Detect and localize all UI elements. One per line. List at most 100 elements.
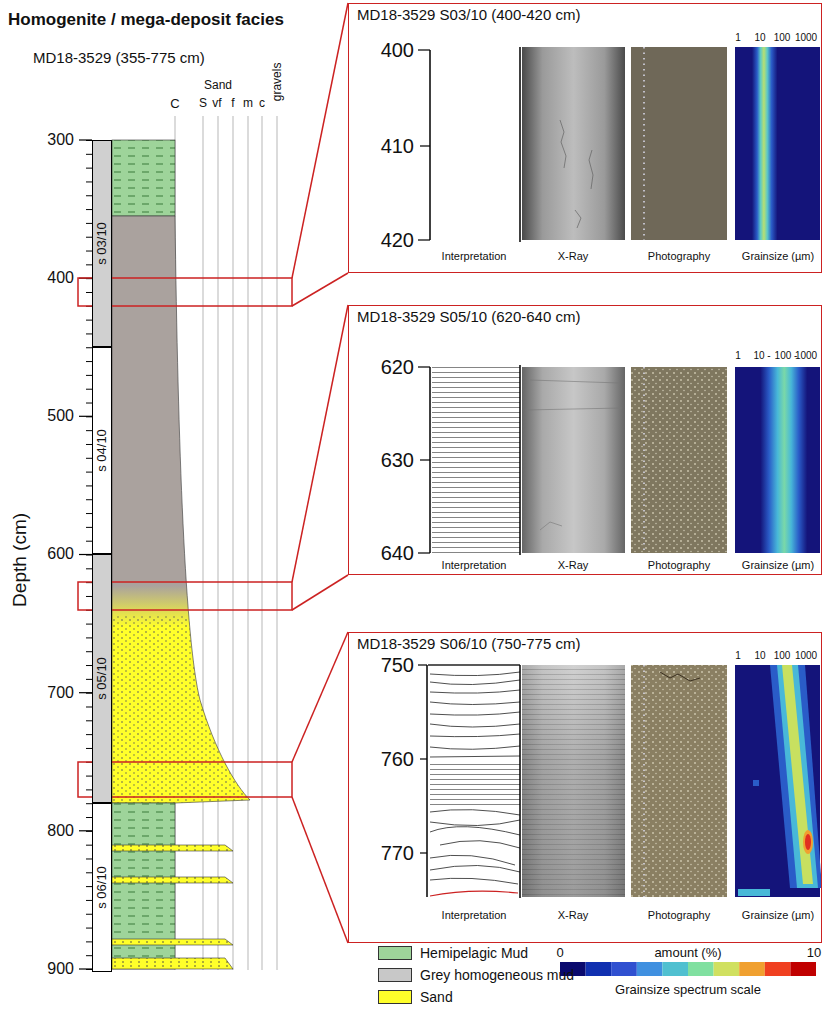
scale-tick: 10 - [753,350,770,362]
core-section-panel: MD18-3529 S06/10 (750-775 cm) [348,632,822,943]
scale-tick: 1 [735,650,741,662]
illustration-g [418,367,430,553]
scale-tick: 100 [774,650,791,662]
illustration-g [418,665,427,853]
illustration-rect [430,764,520,808]
colorbar-tick: 10 [807,946,821,961]
depth-tick: 500 [47,407,74,425]
illustration-rect [586,962,612,976]
illustration-line [79,692,92,693]
column-label: Photography [648,909,710,922]
illustration-path [430,724,520,727]
axis-title: Depth (cm) [9,513,31,607]
depth-tick: 600 [47,545,74,563]
section-label: s 03/10 [95,222,110,265]
illustration-rect [522,367,625,553]
illustration-line [218,116,219,970]
illustration-line [233,116,234,970]
illustration-path [430,712,520,715]
grain-class: gravels [271,63,285,102]
illustration-path [777,665,818,888]
illustration-line [292,632,348,762]
illustration-line [79,416,92,417]
legend-text: Grey homogeneous mud [420,967,574,983]
illustration-rect [112,140,175,216]
depth-tick: 800 [47,822,74,840]
illustration-line [643,367,645,553]
illustration-line [262,116,263,970]
depth-tick: 300 [47,131,74,149]
grain-class: f [231,97,234,111]
scale-tick: 100 - [775,350,798,362]
illustration-line [420,459,430,460]
illustration-rect [522,47,625,240]
illustration-path [430,734,520,737]
illustration-rect [522,665,625,897]
column-label: Grainsize (µm) [742,909,814,922]
depth-tick: 760 [381,748,414,771]
depth-tick: 400 [381,39,414,62]
illustration-path [430,702,520,705]
illustration-line [519,47,521,242]
colorbar [560,962,816,976]
depth-axis [79,140,92,971]
section-band: s 06/10 [92,803,112,972]
grain-class: S [199,97,207,111]
core-name: MD18-3529 (355-775 cm) [33,49,205,66]
legend-text: Sand [420,989,453,1005]
illustration-path [430,891,518,896]
column-label: X-Ray [558,909,589,922]
depth-tick: 700 [47,684,74,702]
illustration-line [418,49,430,50]
illustration-rect [735,367,820,553]
illustration-path [430,820,520,826]
panel-title: MD18-3529 S05/10 (620-640 cm) [357,308,580,325]
illustration-line [292,3,348,278]
illustration-line [292,797,348,943]
illustration-line [79,830,92,831]
column-label: Grainsize (µm) [742,250,814,263]
illustration-path [430,756,520,757]
illustration-line [277,116,278,970]
illustration-path [440,841,520,848]
scale-tick: 100 [774,32,791,44]
panel-2-images [418,365,820,555]
illustration-line [79,139,92,140]
illustration-g [79,140,92,969]
grain-class: C [170,97,179,112]
column-label: Photography [648,559,710,572]
depth-tick: 900 [47,960,74,978]
illustration-rect [790,962,816,976]
scale-tick: 1000 [795,650,817,662]
illustration-line [420,145,430,146]
illustration-path [530,380,620,383]
column-label: X-Ray [558,559,589,572]
depth-tick: 420 [381,229,414,252]
illustration-line [429,50,431,240]
column-label: Interpretation [442,250,507,263]
illustration-g [112,615,250,803]
illustration-path [430,865,520,872]
illustration-rect [631,47,727,240]
grain-class: vf [212,97,221,111]
illustration-line [643,665,645,897]
illustration-path [660,672,700,681]
column-label: Photography [648,250,710,263]
illustration-rect [738,889,770,896]
illustration-line [292,273,348,306]
section-band: s 05/10 [92,554,112,803]
legend-text: Hemipelagic Mud [420,945,528,961]
illustration-rect [662,962,688,976]
illustration-line [426,665,428,897]
section-label: s 05/10 [95,657,110,700]
illustration-line [420,758,427,759]
illustration-path [540,522,562,530]
illustration-path [430,746,520,749]
illustration-rect [522,665,625,897]
illustration-rect [688,962,714,976]
illustration-line [418,239,430,240]
section-band: s 03/10 [92,140,112,347]
illustration-ellipse [805,834,811,850]
illustration-path [575,210,581,228]
illustration-line [418,366,430,367]
